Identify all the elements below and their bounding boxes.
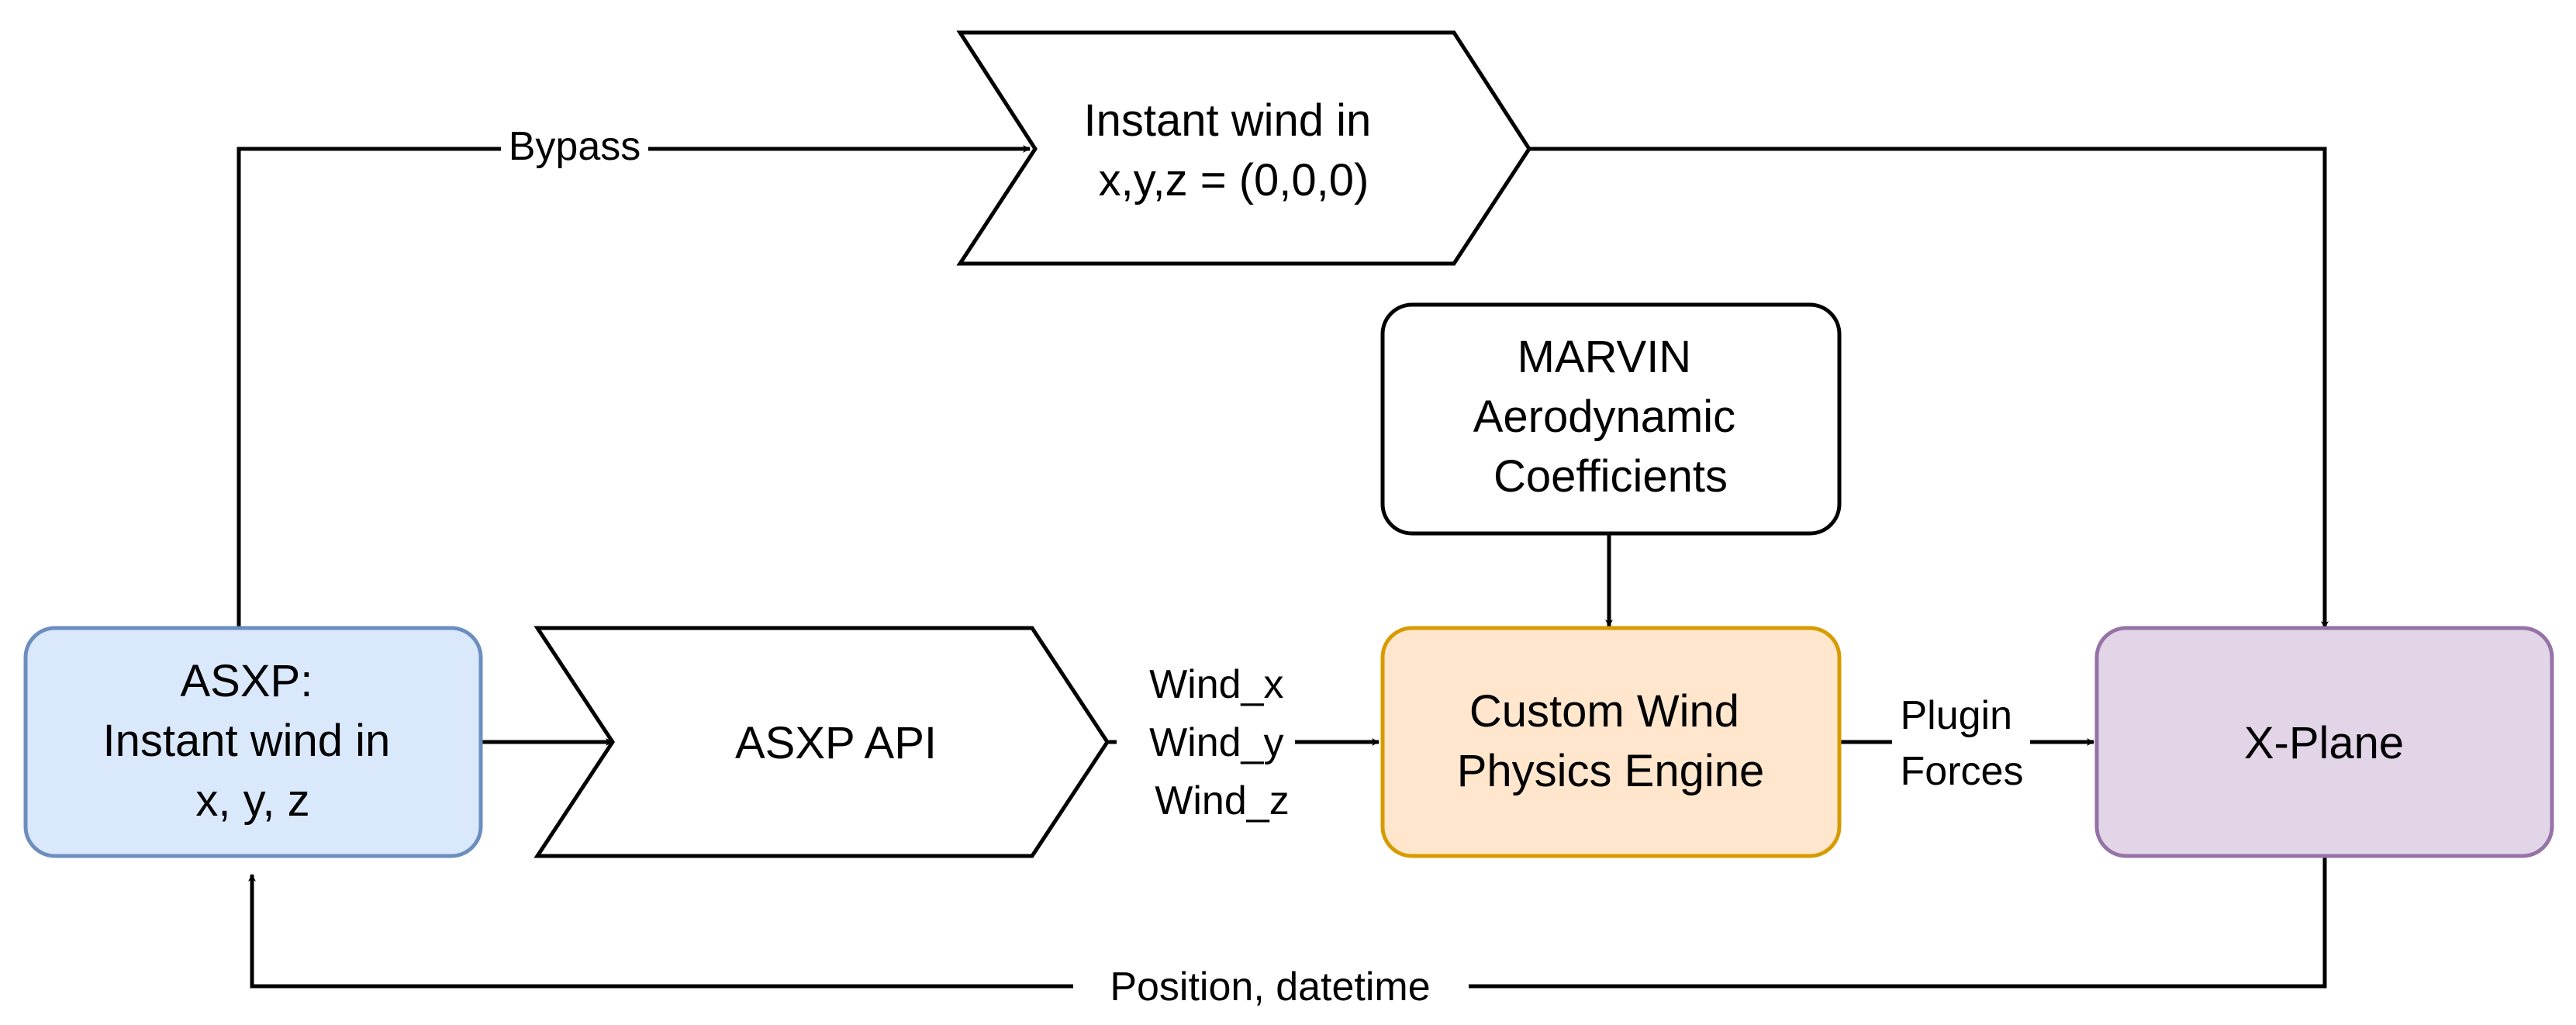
marvin-label-line: Aerodynamic bbox=[1473, 392, 1735, 442]
asxp-api-label-line: ASXP API bbox=[735, 718, 937, 768]
marvin-label-line: Coefficients bbox=[1493, 451, 1728, 502]
asxp-label: ASXP: Instant wind in x, y, z bbox=[103, 656, 403, 826]
engine-label: Custom Wind Physics Engine bbox=[1457, 686, 1765, 796]
xplane-label-line: X-Plane bbox=[2244, 718, 2404, 768]
plugin-edge-label: Plugin Forces bbox=[1900, 693, 2023, 794]
bypass-wind-label-line: x,y,z = (0,0,0) bbox=[1099, 155, 1369, 205]
marvin-label: MARVIN Aerodynamic Coefficients bbox=[1473, 332, 1749, 502]
plugin-edge-label-line: Forces bbox=[1901, 749, 2024, 794]
asxp-label-line: Instant wind in bbox=[103, 716, 391, 766]
engine-label-line: Custom Wind bbox=[1469, 686, 1739, 737]
asxp-api-node bbox=[534, 626, 1110, 858]
engine-node bbox=[1380, 626, 1842, 858]
feedback-edge-label: Position, datetime bbox=[1110, 965, 1430, 1009]
bypass-edge-label: Bypass bbox=[509, 124, 641, 169]
wind-edge-label-line: Wind_z bbox=[1155, 778, 1289, 823]
bypass-to-xplane-edge bbox=[1529, 147, 2329, 629]
wind-edge-label: Wind_x Wind_y Wind_z bbox=[1149, 662, 1295, 823]
asxp-label-line: ASXP: bbox=[181, 656, 313, 706]
asxp-label-line: x, y, z bbox=[195, 775, 309, 826]
bypass-wind-label: Instant wind in x,y,z = (0,0,0) bbox=[1084, 95, 1384, 205]
asxp-node bbox=[23, 626, 483, 858]
xplane-node bbox=[2094, 626, 2554, 858]
engine-label-line: Physics Engine bbox=[1457, 746, 1765, 796]
marvin-node bbox=[1380, 302, 1842, 536]
plugin-edge-label-line: Plugin bbox=[1900, 693, 2012, 738]
bypass-edge bbox=[237, 145, 1031, 628]
asxp-api-label: ASXP API bbox=[735, 718, 937, 768]
marvin-label-line: MARVIN bbox=[1518, 332, 1692, 382]
xplane-label: X-Plane bbox=[2244, 718, 2404, 768]
wind-edge-label-line: Wind_y bbox=[1149, 720, 1283, 765]
bypass-wind-label-line: Instant wind in bbox=[1084, 95, 1372, 146]
bypass-wind-node bbox=[956, 30, 1531, 266]
wind-edge-label-line: Wind_x bbox=[1149, 662, 1283, 707]
